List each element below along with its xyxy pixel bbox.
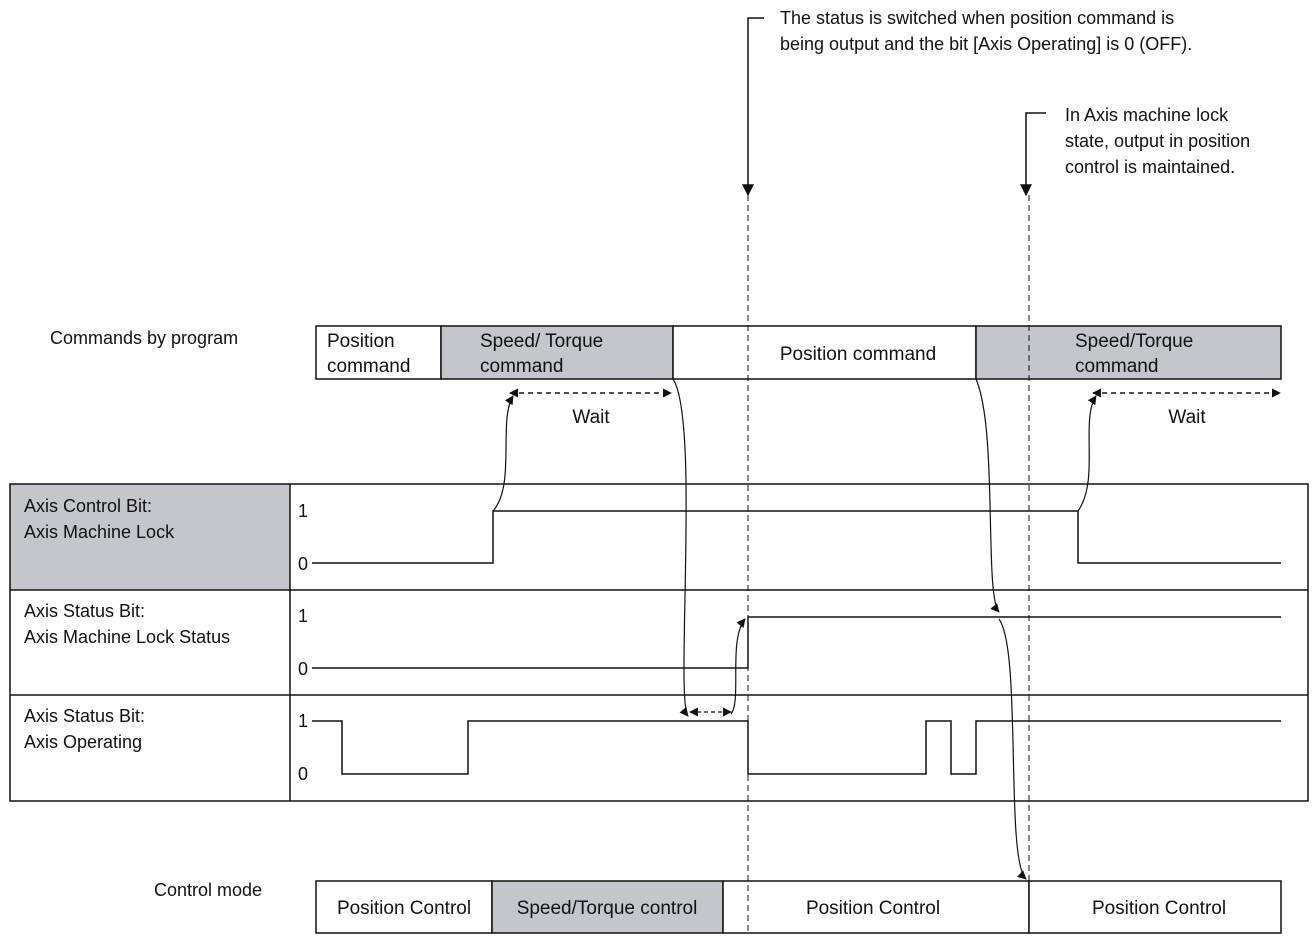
command-segment-2-line1: Speed/ Torque [480, 331, 603, 352]
commands-row: Commands by program Position command Spe… [50, 325, 1282, 428]
command-segment-3-label: Position command [780, 344, 936, 365]
command-segment-4-line2: command [1075, 356, 1158, 377]
switch-annotation-arrow [742, 17, 764, 197]
switch-note-line2: being output and the bit [Axis Operating… [780, 34, 1192, 54]
control-mode-segment-3-label: Position Control [806, 898, 940, 919]
signal-3-low-label: 0 [298, 764, 308, 784]
causal-arrow-operating-to-status [730, 618, 746, 715]
control-mode-segment-2-label: Speed/Torque control [517, 898, 698, 919]
control-mode-row: Control mode Position Control Speed/Torq… [154, 880, 1282, 934]
control-mode-segment-4-label: Position Control [1092, 898, 1226, 919]
command-segment-4-line1: Speed/Torque [1075, 331, 1193, 352]
signal-1-low-label: 0 [298, 554, 308, 574]
waveform-axis-machine-lock [312, 510, 1281, 564]
control-mode-segment-position-2 [722, 880, 1030, 934]
causal-arrow-command-to-operating [672, 378, 689, 717]
signal-2-low-label: 0 [298, 659, 308, 679]
signal-3-high-label: 1 [298, 711, 308, 731]
lock-note-line3: control is maintained. [1065, 157, 1235, 177]
control-mode-segment-position-3 [1028, 880, 1282, 934]
signal-table-frame [9, 483, 1309, 802]
signal-2-high-label: 1 [298, 606, 308, 626]
command-segment-2-line2: command [480, 356, 563, 377]
signal-3-label-line1: Axis Status Bit: [24, 706, 145, 726]
signal-1-high-label: 1 [298, 501, 308, 521]
causal-arrow-lock-to-wait-2 [1077, 395, 1097, 512]
command-segment-speed-torque-2 [975, 325, 1282, 380]
waveform-axis-operating [312, 720, 1281, 775]
wait-label-2: Wait [1168, 407, 1206, 428]
commands-row-label: Commands by program [50, 328, 238, 348]
causal-arrow-command-to-status [975, 378, 1000, 613]
lock-annotation: In Axis machine lock state, output in po… [1020, 105, 1250, 197]
signal-3-label-line2: Axis Operating [24, 732, 142, 752]
causal-arrow-lock-to-wait [492, 395, 514, 512]
command-segment-1-line1: Position [327, 331, 395, 352]
lock-annotation-arrow [1020, 112, 1046, 197]
signal-1-label-line1: Axis Control Bit: [24, 496, 152, 516]
command-segment-position-1 [315, 325, 442, 380]
waveform-axis-machine-lock-status [312, 616, 1281, 669]
causal-arrow-status-to-control-mode [998, 618, 1027, 880]
lock-note-line1: In Axis machine lock [1065, 105, 1229, 125]
lock-note-line2: state, output in position [1065, 131, 1250, 151]
switch-annotation: The status is switched when position com… [742, 8, 1192, 197]
wait-label-1: Wait [572, 407, 610, 428]
signal-table: Axis Control Bit: Axis Machine Lock 1 0 … [9, 483, 1309, 802]
signal-label-cell-machine-lock [10, 484, 290, 590]
command-segment-1-line2: command [327, 356, 410, 377]
signal-2-label-line1: Axis Status Bit: [24, 601, 145, 621]
signal-1-label-line2: Axis Machine Lock [24, 522, 175, 542]
command-segment-speed-torque-1 [440, 325, 674, 380]
control-mode-segment-1-label: Position Control [337, 898, 471, 919]
signal-2-label-line2: Axis Machine Lock Status [24, 627, 230, 647]
control-mode-label: Control mode [154, 880, 262, 900]
switch-note-line1: The status is switched when position com… [780, 8, 1174, 28]
